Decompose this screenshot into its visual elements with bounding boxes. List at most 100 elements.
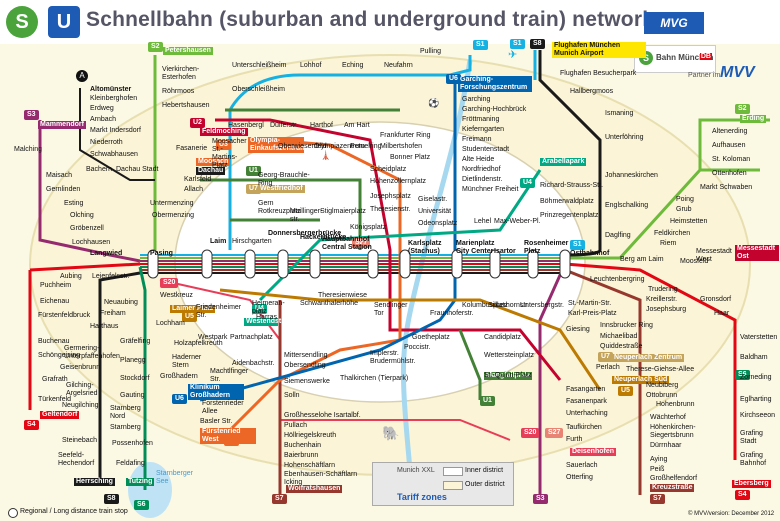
line-s4-west [28,262,141,410]
station-basler-str: Basler Str. [200,418,233,425]
terminus-tutzing: Tutzing [126,478,155,486]
station-prinzregentenplatz: Prinzregentenplatz [540,212,599,219]
station-muenchner-freiheit: Münchner Freiheit [462,186,519,193]
station-unterhaching: Unterhaching [566,410,608,417]
station-grosshadern: Großhadern [160,373,198,380]
station-rosenheimer-platz: Rosenheimer Platz [524,240,569,255]
station-langwied: Langwied [90,250,123,257]
station-universitaet: Universität [418,208,452,215]
badge-s2-nw: S2 [148,42,163,52]
station-planegg: Planegg [120,357,146,364]
station-alte-heide: Alte Heide [462,156,495,163]
line-s1 [228,50,537,250]
badge-s3-south: S3 [533,494,548,504]
station-st-quirin-platz: St.-Quirin-Platz [484,372,532,379]
badge-s27-top: S27 [352,238,371,248]
terminus-dachau: Dachau [196,167,226,175]
badge-u6-north: U6 [446,74,461,84]
station-studentenstadt: Studentenstadt [462,146,510,153]
badge-s6-east: S6 [735,370,750,380]
station-ismaning: Ismaning [605,110,634,117]
legend-outer-district: Outer district [465,481,505,488]
badge-u3-north: U3 [216,140,231,150]
station-friedenheimer: Friedenheimer Str. [196,304,242,319]
station-bachern: Bachern [86,166,113,173]
station-flughafen-besucherpark: Flughafen Besucherpark [560,70,637,77]
station-schoengeising: Schöngeising [38,352,81,359]
station-moosacher-st-martins: Moosacher St.-Martins-Platz [212,138,247,169]
station-fasanerie: Fasanerie [176,145,208,152]
line-a [79,88,155,181]
line-u2 [215,118,562,381]
badge-s6-southwest: S6 [134,500,149,510]
station-stockdorf: Stockdorf [120,375,150,382]
line-s8 [538,50,602,257]
terminus-geltendorf: Geltendorf [40,411,80,419]
line-s8-west [98,271,141,480]
line-u5 [219,288,602,391]
terminus-ebersberg: Ebersberg [732,480,771,488]
tower-icon: 🗼 [320,150,332,160]
station-poing: Poing [676,196,694,203]
station-perlach: Perlach [596,364,620,371]
legend-version: © MVV/version: December 2012 [688,511,775,517]
stadium-icon: ⚽ [428,98,440,108]
station-innsbrucker-ring: Innsbrucker Ring [600,322,653,329]
station-holzapfelkreuth: Holzapfelkreuth [174,340,223,347]
terminus-airport: Flughafen München Munich Airport [552,42,646,58]
badge-u7-south: U7 [598,352,613,362]
station-grosshesselohe: Großhesselohe Isartalbf. [284,412,361,419]
station-partnachplatz: Partnachplatz [230,334,273,341]
station-kleinberghofen: Kleinberghofen [90,95,138,102]
station-thalkirchen: Thalkirchen (Tierpark) [340,375,409,382]
station-vierkirchen: Vierkirchen-Esterhofen [162,66,200,81]
station-baierbrunn: Baierbrunn [284,452,319,459]
badge-s3-west: S3 [24,110,39,120]
station-dietlindenstr: Dietlindenstr. [462,176,503,183]
station-heimeranplatz: Heimeran-platz [252,300,285,315]
terminus-altomuenster: Altomünster [90,86,132,93]
station-lehel: Lehel [474,218,492,225]
station-duelferstr: Dülferstr. [270,122,299,129]
station-leuchtenbergring: Leuchtenbergring [590,276,645,283]
badge-u6-southwest: U6 [172,394,187,404]
station-wettersteinplatz: Wettersteinplatz [484,352,535,359]
terminus-garching-fz: Garching-Forschungszentrum [458,76,532,92]
mvv-logo: MVV [720,64,755,81]
terminus-neuperlach-sued: Neuperlach Süd [612,376,670,384]
terminus-wolfratshausen: Wolfratshausen [286,485,343,493]
legend-inner-swatch [443,467,463,476]
station-harthof: Harthof [310,122,333,129]
label-starnberger-see: Starnberger See [156,470,193,485]
station-gern: Gern [258,200,274,207]
station-grafrath: Grafrath [42,376,68,383]
station-machtlfinger: Machtlfinger Str. [210,368,249,383]
station-frankfurter-ring: Frankfurter Ring [380,132,431,139]
station-gronsdorf: Gronsdorf [700,296,732,303]
station-st-martin-str: St.-Martin-Str. [568,300,612,307]
station-ostbahnhof: Ostbahnhof [570,250,610,257]
station-riem: Riem [660,240,677,247]
station-gauting: Gauting [120,392,145,399]
badge-s2-east: S2 [735,104,750,114]
mvg-logo: MVG [644,12,704,34]
station-solln: Solln [284,392,300,399]
station-trudering: Trudering [648,286,678,293]
terminus-herrsching: Herrsching [74,478,115,486]
station-buchenau: Buchenau [38,338,70,345]
badge-s1-freising: S1 [473,40,488,50]
station-hohenzollernplatz: Hohenzollernplatz [370,178,427,185]
station-erdweg: Erdweg [90,105,114,112]
station-hauptbahnhof: Hauptbahnhof Central Station [322,236,372,251]
station-aubing: Aubing [60,273,82,280]
station-aying: Aying [650,456,668,463]
badge-s7-south: S7 [272,494,287,504]
legend-outer-swatch [443,481,463,490]
station-tuerkenfeld: Türkenfeld [38,396,72,403]
station-am-hart: Am Hart [344,122,370,129]
station-seefeld: Seefeld-Hechendorf [58,452,95,467]
station-neufahrn: Neufahrn [384,62,413,69]
badge-s27-south: S27 [545,428,564,438]
station-donnersbergerbruecke: Donnersbergerbrücke [268,230,341,238]
station-oberwiesenfeld: Oberwiesenfeld [278,143,327,150]
